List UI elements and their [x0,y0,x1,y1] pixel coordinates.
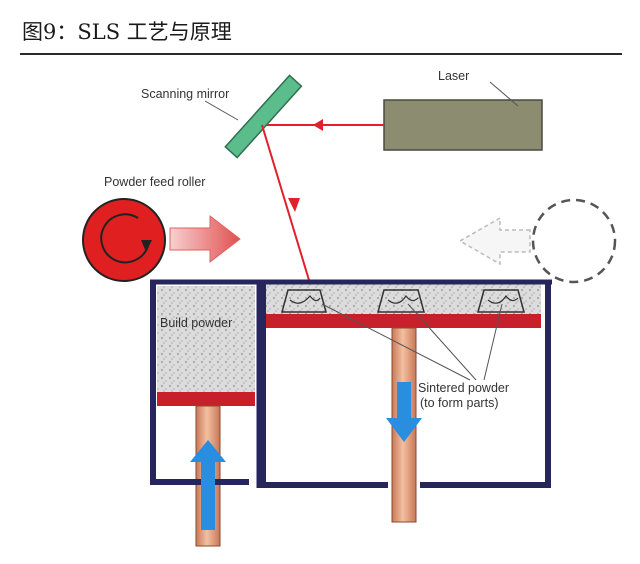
part-chamber-wall [260,282,551,488]
sintered-part [387,294,419,304]
sintered-part [487,294,519,304]
title-rule [20,53,622,55]
beam-direction-arrow [313,119,323,131]
powder-feed-roller-label: Powder feed roller [104,175,205,189]
sintered-part [289,295,321,304]
sintered-part [281,289,327,313]
feed-platform [157,392,255,406]
beam-down-arrow [288,198,300,212]
roller-travel-arrow [169,214,241,264]
build-powder [157,286,255,392]
scanning-mirror [224,74,303,159]
powder-feed-roller [82,198,166,282]
sintered-leader [407,303,477,381]
build-piston-down-arrow [386,382,422,442]
sintered-leader [321,303,471,381]
sintered-part [477,289,525,313]
sintered-part [377,289,425,313]
feed-chamber-wall [150,282,249,485]
sintered-leader [483,303,503,381]
figure-title: 图9：SLS 工艺与原理 [22,20,232,44]
sintered-powder-sublabel: (to form parts) [420,396,499,410]
laser-label-leader [489,81,519,107]
laser-label: Laser [438,69,469,83]
laser-unit [383,99,543,151]
roller-return-arrow [458,216,531,266]
roller-rotation-arrowhead [141,240,152,252]
laser-beam-down [261,124,313,291]
sintered-powder-label: Sintered powder [418,381,509,395]
build-platform [265,314,541,328]
roller-return-position [531,198,617,284]
roller-rotation-icon [100,213,149,264]
feed-piston-up-arrow [190,440,226,530]
build-powder-label: Build powder [160,316,232,330]
scanning-mirror-label: Scanning mirror [141,87,229,101]
mirror-label-leader [204,100,239,121]
